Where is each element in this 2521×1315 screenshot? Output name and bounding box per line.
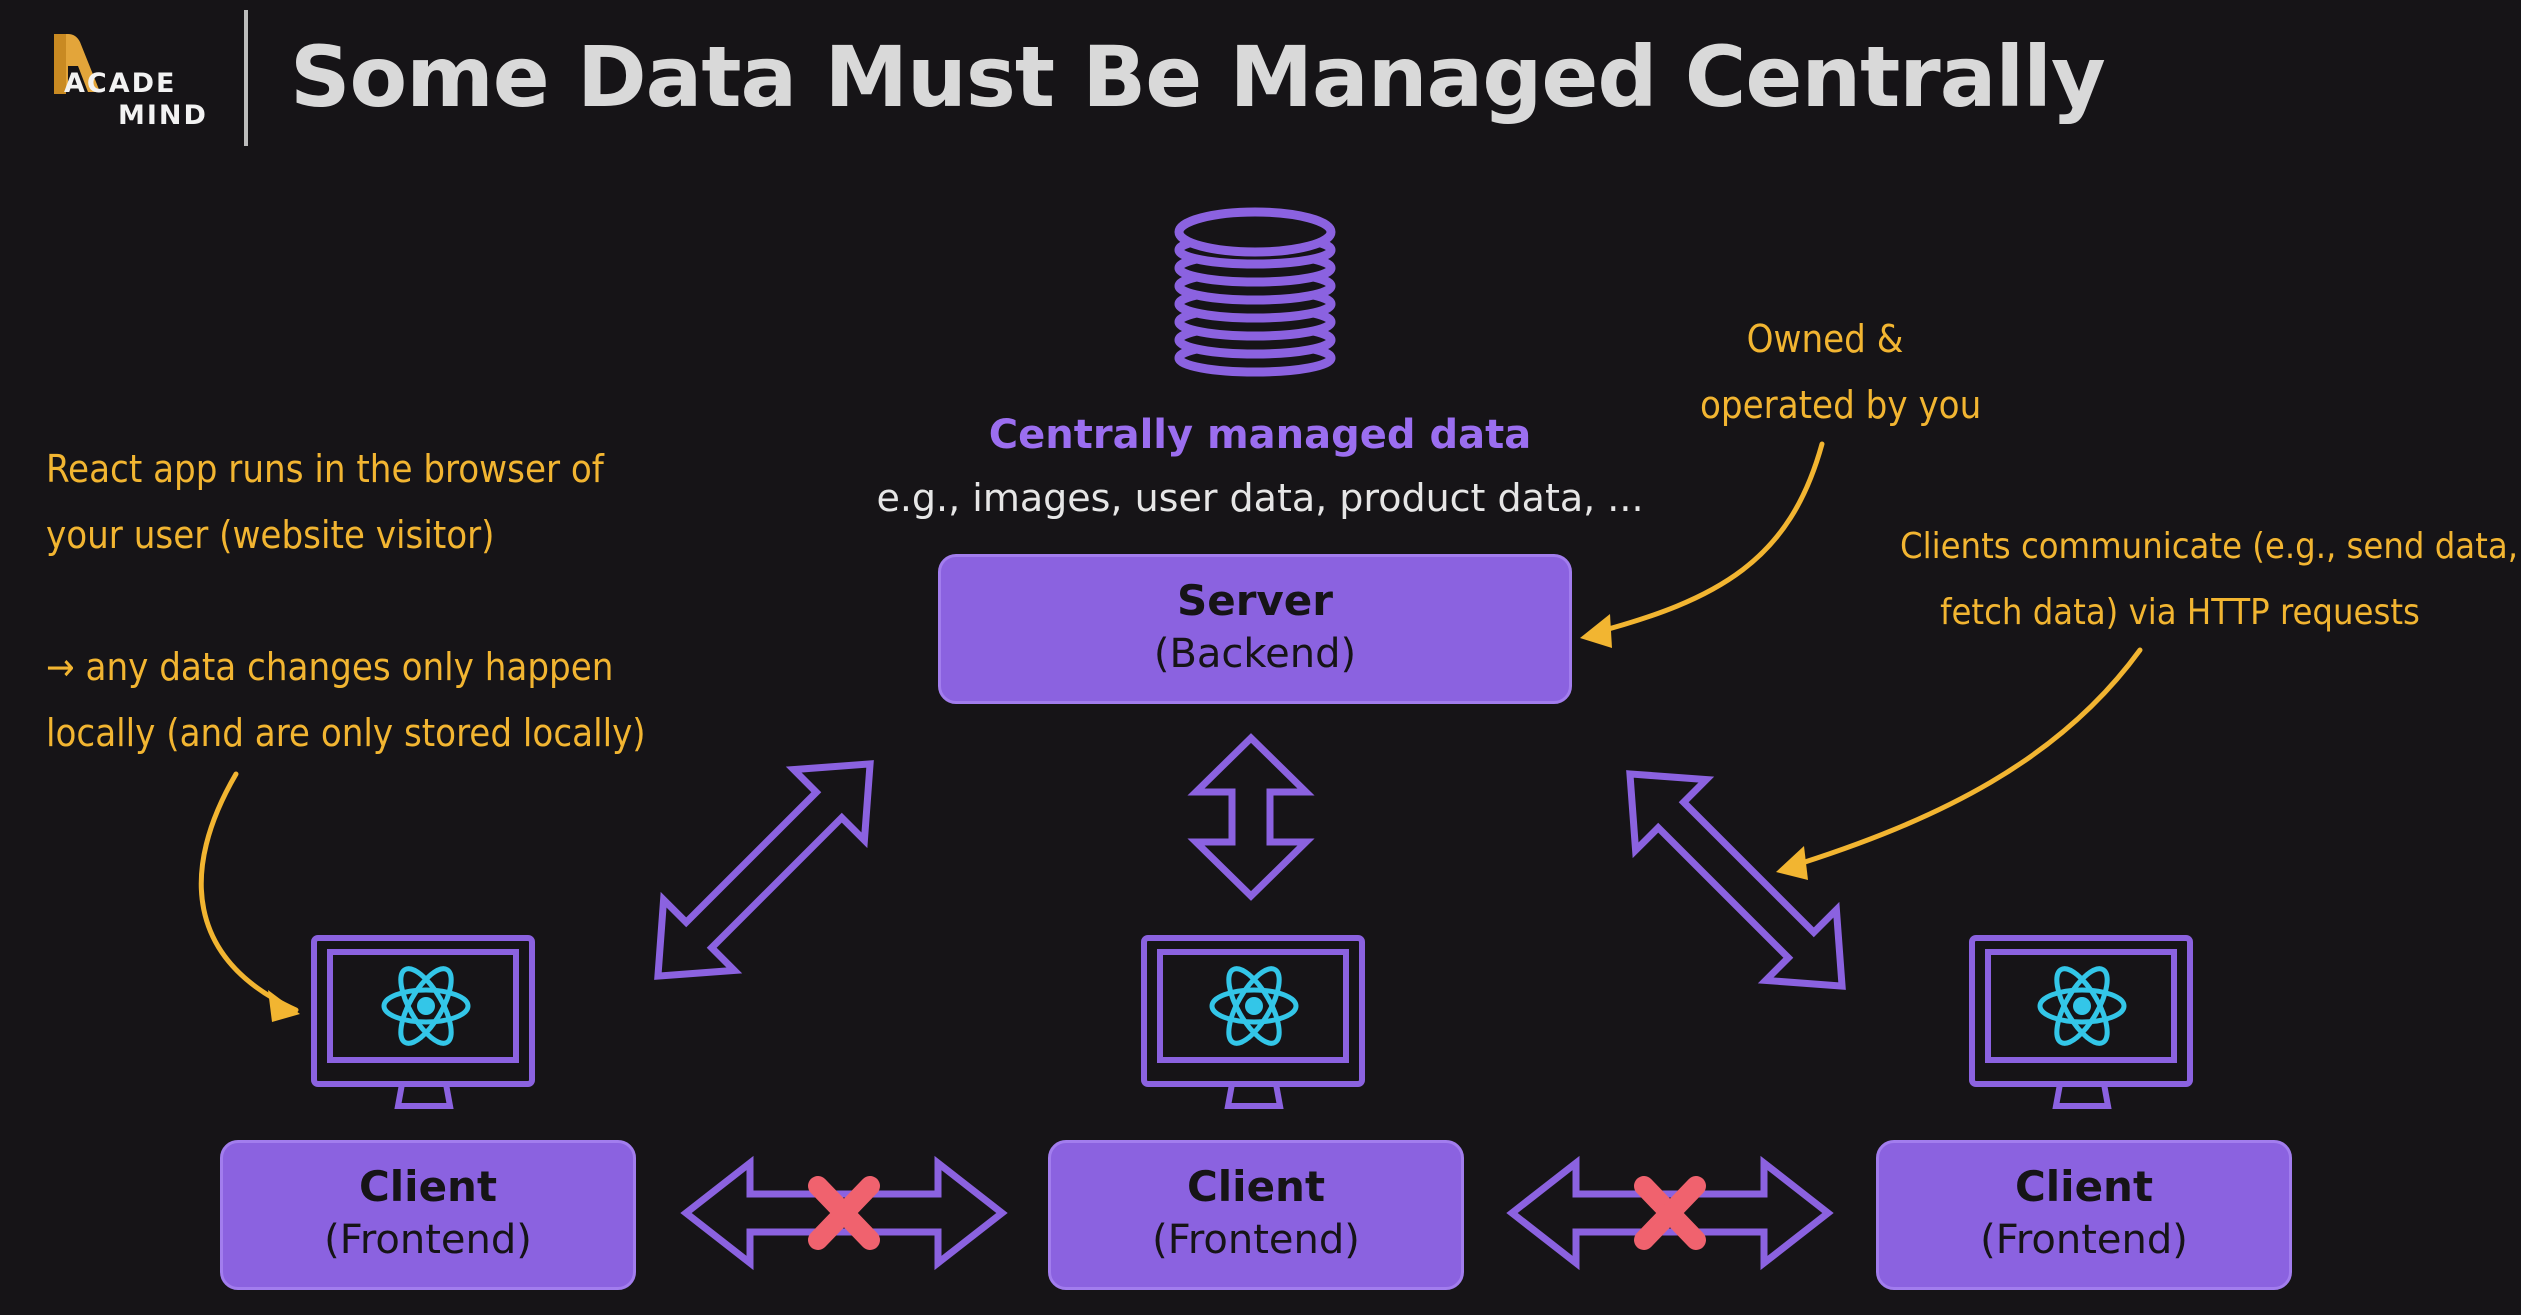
client-monitor-icon-3 xyxy=(1969,935,2193,1109)
database-icon xyxy=(1174,207,1336,377)
logo-text-line2: MIND xyxy=(118,100,208,131)
annotation-arrowhead-owned xyxy=(1580,614,1612,648)
annotation-owned-line2: operated by you xyxy=(1700,383,1982,427)
client-monitor-icon-2 xyxy=(1141,935,1365,1109)
blocked-cross-icon-2 xyxy=(1634,1176,1706,1250)
client-box-3: Client (Frontend) xyxy=(1876,1140,2292,1290)
client-client-arrow-right xyxy=(1506,1155,1834,1271)
logo-text-line1: ACADE xyxy=(64,68,177,99)
annotation-http-line2: fetch data) via HTTP requests xyxy=(1940,592,2420,633)
client-box-1: Client (Frontend) xyxy=(220,1140,636,1290)
annotation-owned: Owned & operated by you xyxy=(1700,306,1982,438)
server-box: Server (Backend) xyxy=(938,554,1572,704)
database-subtitle: e.g., images, user data, product data, .… xyxy=(876,476,1644,520)
client-title: Client xyxy=(2014,1162,2154,1211)
annotation-http: Clients communicate (e.g., send data, fe… xyxy=(1900,514,2518,646)
annotation-browser: React app runs in the browser of your us… xyxy=(46,436,604,568)
client-title: Client xyxy=(1186,1162,1326,1211)
annotation-arrowhead-http xyxy=(1776,846,1808,880)
react-logo-icon-2 xyxy=(1209,966,1299,1046)
server-client-arrow-right xyxy=(1626,770,1846,990)
page-title: Some Data Must Be Managed Centrally xyxy=(290,28,2106,126)
client-client-arrow-left xyxy=(680,1155,1008,1271)
server-client-arrow-center xyxy=(1187,733,1315,901)
client-title: Client xyxy=(358,1162,498,1211)
annotation-browser-line1: React app runs in the browser of xyxy=(46,447,604,491)
annotation-arrow-http xyxy=(1783,647,2143,871)
server-client-arrow-left xyxy=(654,760,874,980)
react-logo-icon-3 xyxy=(2037,966,2127,1046)
header-divider xyxy=(244,10,248,146)
client-monitor-icon-1 xyxy=(311,935,535,1109)
annotation-browser-line2: your user (website visitor) xyxy=(46,513,495,557)
annotation-http-line1: Clients communicate (e.g., send data, xyxy=(1900,526,2518,567)
blocked-cross-icon-1 xyxy=(808,1176,880,1250)
client-subtitle: (Frontend) xyxy=(324,1217,532,1263)
academind-logo: ACADE MIND xyxy=(44,26,224,136)
database-title: Centrally managed data xyxy=(988,412,1532,458)
client-subtitle: (Frontend) xyxy=(1980,1217,2188,1263)
server-title: Server xyxy=(1176,576,1334,625)
server-subtitle: (Backend) xyxy=(1153,631,1357,677)
annotation-local-line2: locally (and are only stored locally) xyxy=(46,711,646,755)
client-box-2: Client (Frontend) xyxy=(1048,1140,1464,1290)
annotation-arrow-owned xyxy=(1587,441,1825,637)
annotation-local-line1: → any data changes only happen xyxy=(46,645,614,689)
react-logo-icon-1 xyxy=(381,966,471,1046)
logo-mark-icon xyxy=(54,34,100,94)
client-subtitle: (Frontend) xyxy=(1152,1217,1360,1263)
annotation-owned-line1: Owned & xyxy=(1746,317,1904,361)
annotation-arrowhead-browser xyxy=(268,990,300,1022)
annotation-arrow-browser xyxy=(198,771,299,1013)
annotation-local-changes: → any data changes only happen locally (… xyxy=(46,634,646,766)
